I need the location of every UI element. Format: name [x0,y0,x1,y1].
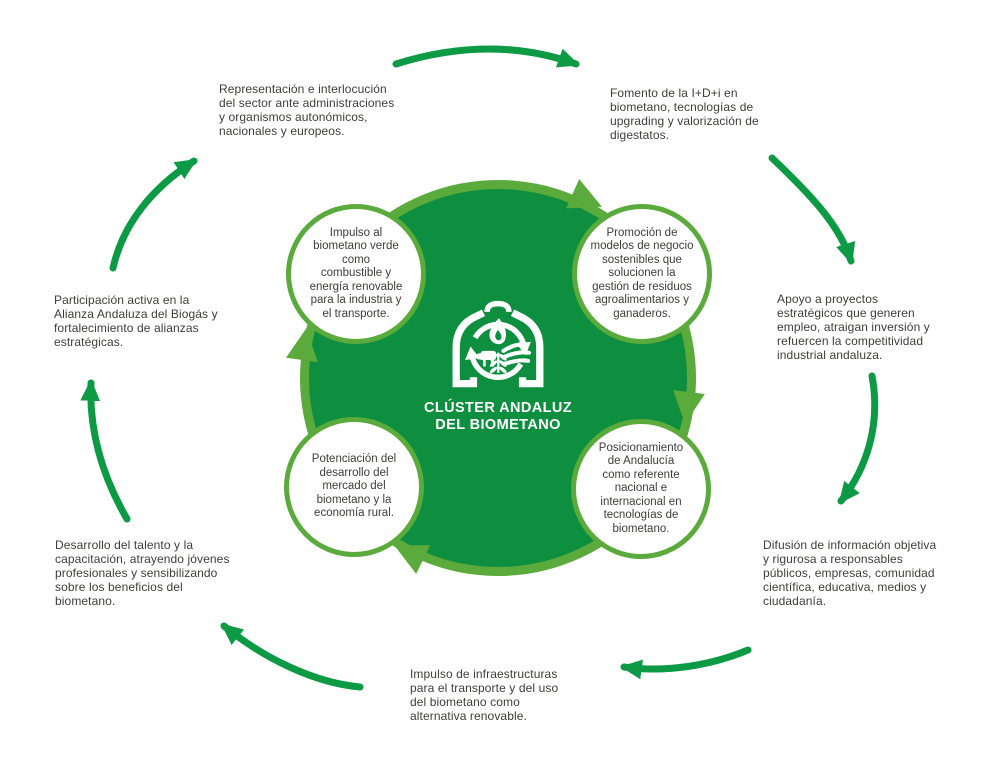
outer-arrow-lower-right [837,372,879,505]
inner-circle-label: Promoción de modelos de negocio sostenib… [590,226,694,320]
logo-title-line2: DEL BIOMETANO [435,417,561,433]
outer-item-representacion: Representación e interlocución del secto… [219,82,395,138]
outer-item-participacion-alianza: Participación activa en la Alianza Andal… [54,293,218,349]
outer-item-desarrollo-talento: Desarrollo del talento y la capacitación… [55,538,230,608]
outer-arrow-upper-right [768,154,856,265]
inner-circle-potenciacion-mercado: Potenciación del desarrollo del mercado … [284,417,424,557]
logo-dome-cap [484,300,512,313]
cycle-arrowhead-left [286,328,318,363]
logo-housing-right [510,309,544,388]
logo-title-line1: CLÚSTER ANDALUZ [423,400,573,416]
logo-field-icon [501,342,531,366]
cycle-arrowhead-top [566,179,602,209]
logo-cycle-arc-bottom [469,354,524,381]
biomethane-logo-icon [452,300,544,388]
cluster-logo: CLÚSTER ANDALUZ DEL BIOMETANO [398,300,598,434]
outer-arrow-left [80,379,131,523]
logo-cycle-arrowhead-left [465,346,480,361]
logo-wheat-icon [489,352,507,374]
cycle-arrowhead-bottom [394,545,431,574]
outer-item-impulso-infraestructuras: Impulso de infraestructuras para el tran… [410,667,559,723]
outer-item-fomento-idi: Fomento de la I+D+i en biometano, tecnol… [610,86,759,142]
outer-item-difusion-informacion: Difusión de información objetiva y rigur… [763,538,937,608]
inner-circle-posicionamiento-andalucia: Posicionamiento de Andalucía como refere… [571,419,711,559]
inner-circle-label: Impulso al biometano verde como combusti… [309,226,403,320]
outer-arrow-upper-left [109,157,198,272]
logo-housing-left [452,309,486,388]
outer-item-apoyo-proyectos: Apoyo a proyectos estratégicos que gener… [777,292,930,362]
outer-arrow-bottom-left [220,622,364,691]
outer-arrow-bottom-right [620,646,752,680]
inner-circle-label: Posicionamiento de Andalucía como refere… [598,441,684,535]
outer-arrow-top [392,45,580,68]
logo-flame-inner [495,330,502,341]
cycle-arrowhead-right [673,390,705,424]
inner-circle-label: Potenciación del desarrollo del mercado … [311,453,397,520]
inner-circle-promocion-modelos: Promoción de modelos de negocio sostenib… [572,204,712,344]
inner-circle-impulso-biometano: Impulso al biometano verde como combusti… [286,204,426,344]
